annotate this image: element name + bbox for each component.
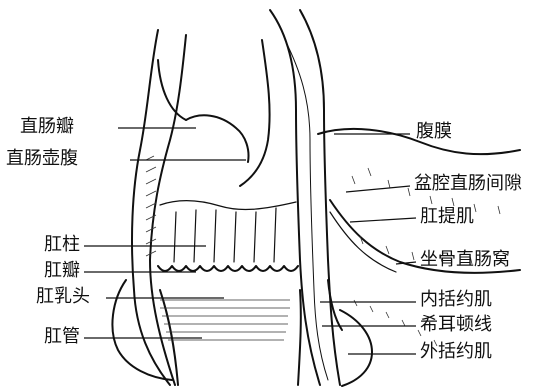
column-6 xyxy=(274,208,276,262)
column-5 xyxy=(254,212,256,262)
rectal-valve-fold xyxy=(186,115,249,162)
ampulla-right-fold xyxy=(240,40,270,186)
rectal-wall-right-outer xyxy=(270,10,320,385)
left-buttock xyxy=(112,280,172,380)
label-anal-canal: 肛管 xyxy=(44,327,80,347)
label-levator-ani: 肛提肌 xyxy=(420,207,474,227)
leader-pelvirectal xyxy=(346,186,410,192)
rectal-wall-left-inner xyxy=(150,35,186,385)
anal-valves xyxy=(158,266,298,271)
label-anal-valve: 肛瓣 xyxy=(44,261,80,281)
label-anal-column: 肛柱 xyxy=(44,235,80,255)
rectal-wall-left-outer xyxy=(132,30,170,385)
label-internal-sphincter: 内括约肌 xyxy=(420,290,492,310)
label-hilton-line: 希耳顿线 xyxy=(420,315,492,335)
canal-right xyxy=(298,290,301,385)
label-peritoneum: 腹膜 xyxy=(416,122,452,142)
leader-levator xyxy=(350,218,416,222)
column-2 xyxy=(194,210,196,262)
label-ischiorectal-fossa: 坐骨直肠窝 xyxy=(420,250,510,270)
label-rectal-valve: 直肠瓣 xyxy=(20,117,74,137)
label-anal-papilla: 肛乳头 xyxy=(36,287,90,307)
label-external-sphincter: 外括约肌 xyxy=(420,342,492,362)
column-1 xyxy=(174,212,176,262)
column-3 xyxy=(214,210,216,262)
column-4 xyxy=(234,212,236,262)
external-sphincter xyxy=(340,310,372,386)
label-pelvirectal-space: 盆腔直肠间隙 xyxy=(414,174,522,194)
label-rectal-ampulla: 直肠壶腹 xyxy=(6,149,78,169)
